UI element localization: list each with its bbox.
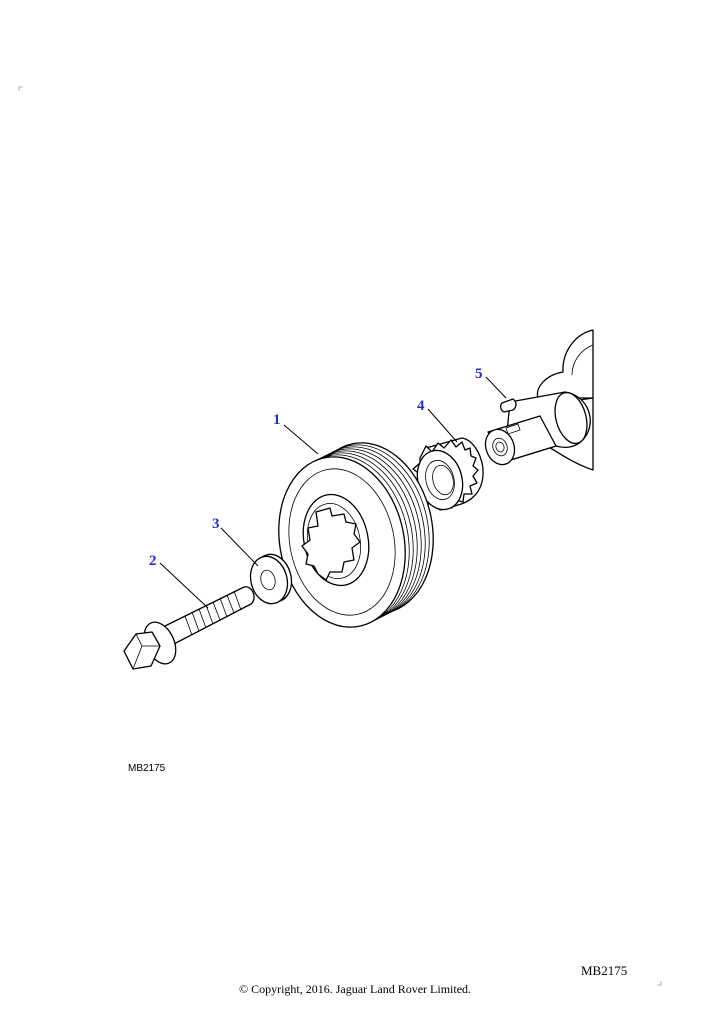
copyright-notice: © Copyright, 2016. Jaguar Land Rover Lim… [239, 982, 471, 996]
diagram-code: MB2175 [128, 763, 166, 774]
callout-2: 2 [149, 553, 157, 569]
callout-4: 4 [417, 398, 425, 414]
leader-line-1 [283, 424, 319, 455]
woodruff-key [500, 398, 517, 413]
page-code: MB2175 [581, 963, 627, 978]
callout-3: 3 [212, 516, 220, 532]
leader-line-3 [220, 527, 259, 567]
washer [249, 553, 293, 605]
crop-mark-bottom-right [657, 981, 662, 986]
crankshaft-damper-pulley [278, 442, 434, 628]
callout-1: 1 [273, 412, 281, 428]
crop-mark-top-left [18, 86, 23, 91]
leader-line-5 [485, 376, 507, 399]
leader-line-2 [159, 562, 209, 609]
crankshaft-nose [484, 329, 594, 471]
crankshaft-pulley-bolt [123, 586, 255, 670]
callout-5: 5 [475, 366, 483, 382]
leader-line-4 [427, 408, 458, 443]
